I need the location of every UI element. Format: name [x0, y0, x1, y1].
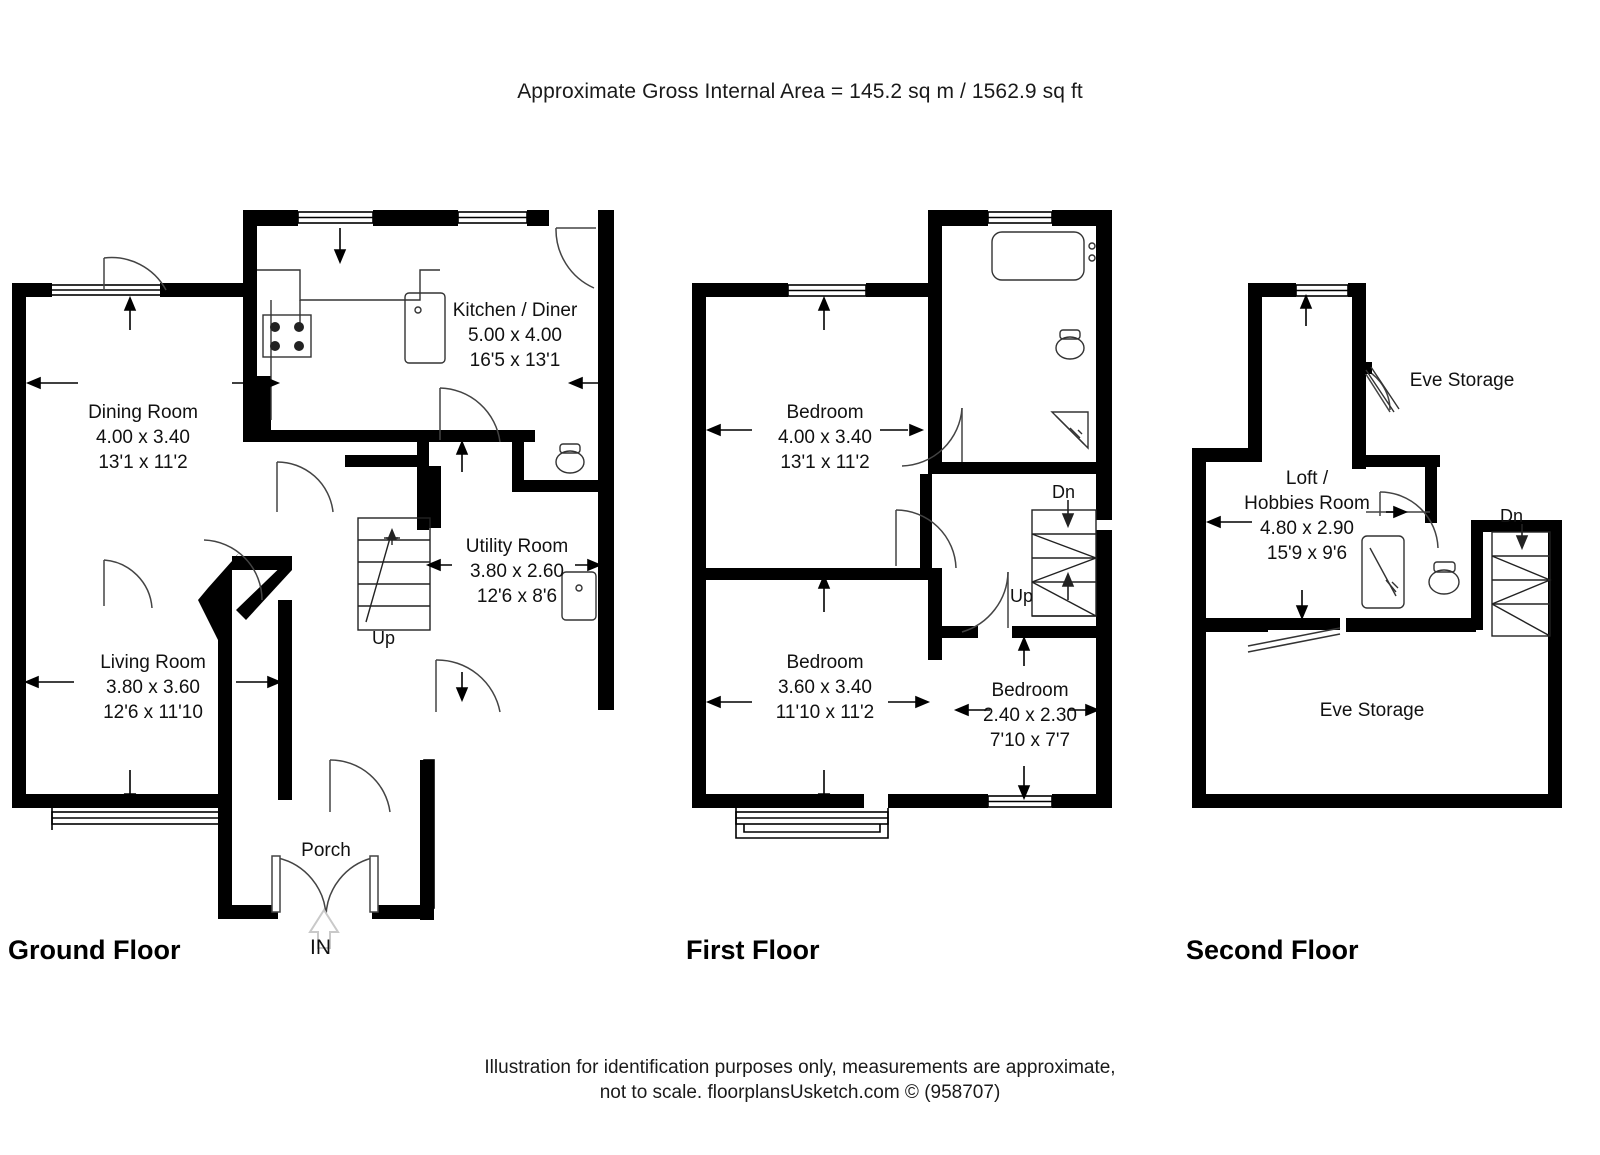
room-label-dining-room: Dining Room 4.00 x 3.40 13'1 x 11'2 — [28, 400, 258, 475]
room-label-porch: Porch — [266, 838, 386, 863]
footer-line-2: not to scale. floorplansUsketch.com © (9… — [599, 1082, 1001, 1103]
room-metric: 4.00 x 3.40 — [95, 427, 191, 448]
room-imperial: 7'10 x 7'7 — [989, 730, 1071, 751]
room-name: Bedroom — [786, 402, 864, 423]
room-name: Bedroom — [786, 652, 864, 673]
room-label-bedroom-3: Bedroom 2.40 x 2.30 7'10 x 7'7 — [962, 678, 1098, 753]
room-imperial: 16'5 x 13'1 — [469, 350, 561, 371]
room-name: Utility Room — [465, 536, 569, 557]
room-label-living-room: Living Room 3.80 x 3.60 12'6 x 11'10 — [38, 650, 268, 725]
room-name: Dining Room — [88, 402, 198, 423]
room-name: Porch — [301, 840, 351, 861]
room-label-loft-hobbies-room: Loft / Hobbies Room 4.80 x 2.90 15'9 x 9… — [1212, 466, 1402, 566]
room-label-kitchen-diner: Kitchen / Diner 5.00 x 4.00 16'5 x 13'1 — [440, 298, 590, 373]
room-name: Eve Storage — [1409, 370, 1515, 391]
room-metric: 3.80 x 3.60 — [105, 677, 201, 698]
room-metric: 3.80 x 2.60 — [469, 561, 565, 582]
room-name: Bedroom — [991, 680, 1069, 701]
room-imperial: 12'6 x 11'10 — [103, 702, 203, 723]
room-imperial: 13'1 x 11'2 — [98, 452, 188, 473]
room-metric: 2.40 x 2.30 — [982, 705, 1078, 726]
room-imperial: 11'10 x 11'2 — [775, 702, 875, 723]
first-floor-title: First Floor — [686, 935, 820, 965]
room-name: Loft / — [1285, 468, 1329, 489]
room-metric: 4.00 x 3.40 — [777, 427, 873, 448]
room-label-bedroom-1: Bedroom 4.00 x 3.40 13'1 x 11'2 — [730, 400, 920, 475]
room-label-eve-storage-top: Eve Storage — [1382, 368, 1542, 393]
room-label-eve-storage-bottom: Eve Storage — [1292, 698, 1452, 723]
stair-marker-dn-first: Dn — [1052, 482, 1076, 502]
room-name-2: Hobbies Room — [1244, 493, 1370, 514]
room-metric: 3.60 x 3.40 — [777, 677, 873, 698]
room-name: Living Room — [100, 652, 206, 673]
ground-floor-title: Ground Floor — [8, 935, 181, 965]
stair-marker-up-ground: Up — [372, 628, 396, 648]
page-title: Approximate Gross Internal Area = 145.2 … — [517, 80, 1083, 103]
room-imperial: 12'6 x 8'6 — [476, 586, 558, 607]
footer-disclaimer: Illustration for identification purposes… — [0, 1055, 1600, 1105]
footer-line-1: Illustration for identification purposes… — [484, 1057, 1116, 1078]
room-label-utility-room: Utility Room 3.80 x 2.60 12'6 x 8'6 — [442, 534, 592, 609]
room-metric: 5.00 x 4.00 — [467, 325, 563, 346]
room-imperial: 13'1 x 11'2 — [780, 452, 870, 473]
stair-marker-up-first: Up — [1010, 586, 1034, 606]
room-name: Eve Storage — [1319, 700, 1425, 721]
room-name: Kitchen / Diner — [452, 300, 578, 321]
room-metric: 4.80 x 2.90 — [1259, 518, 1355, 539]
room-label-bedroom-2: Bedroom 3.60 x 3.40 11'10 x 11'2 — [730, 650, 920, 725]
second-floor-title: Second Floor — [1186, 935, 1359, 965]
second-floor-plan — [1192, 283, 1562, 808]
first-floor-plan — [692, 210, 1112, 839]
stair-marker-dn-second: Dn — [1500, 506, 1524, 526]
room-imperial: 15'9 x 9'6 — [1266, 543, 1348, 564]
ground-floor-plan — [12, 210, 614, 949]
entrance-marker-in: IN — [310, 936, 331, 959]
